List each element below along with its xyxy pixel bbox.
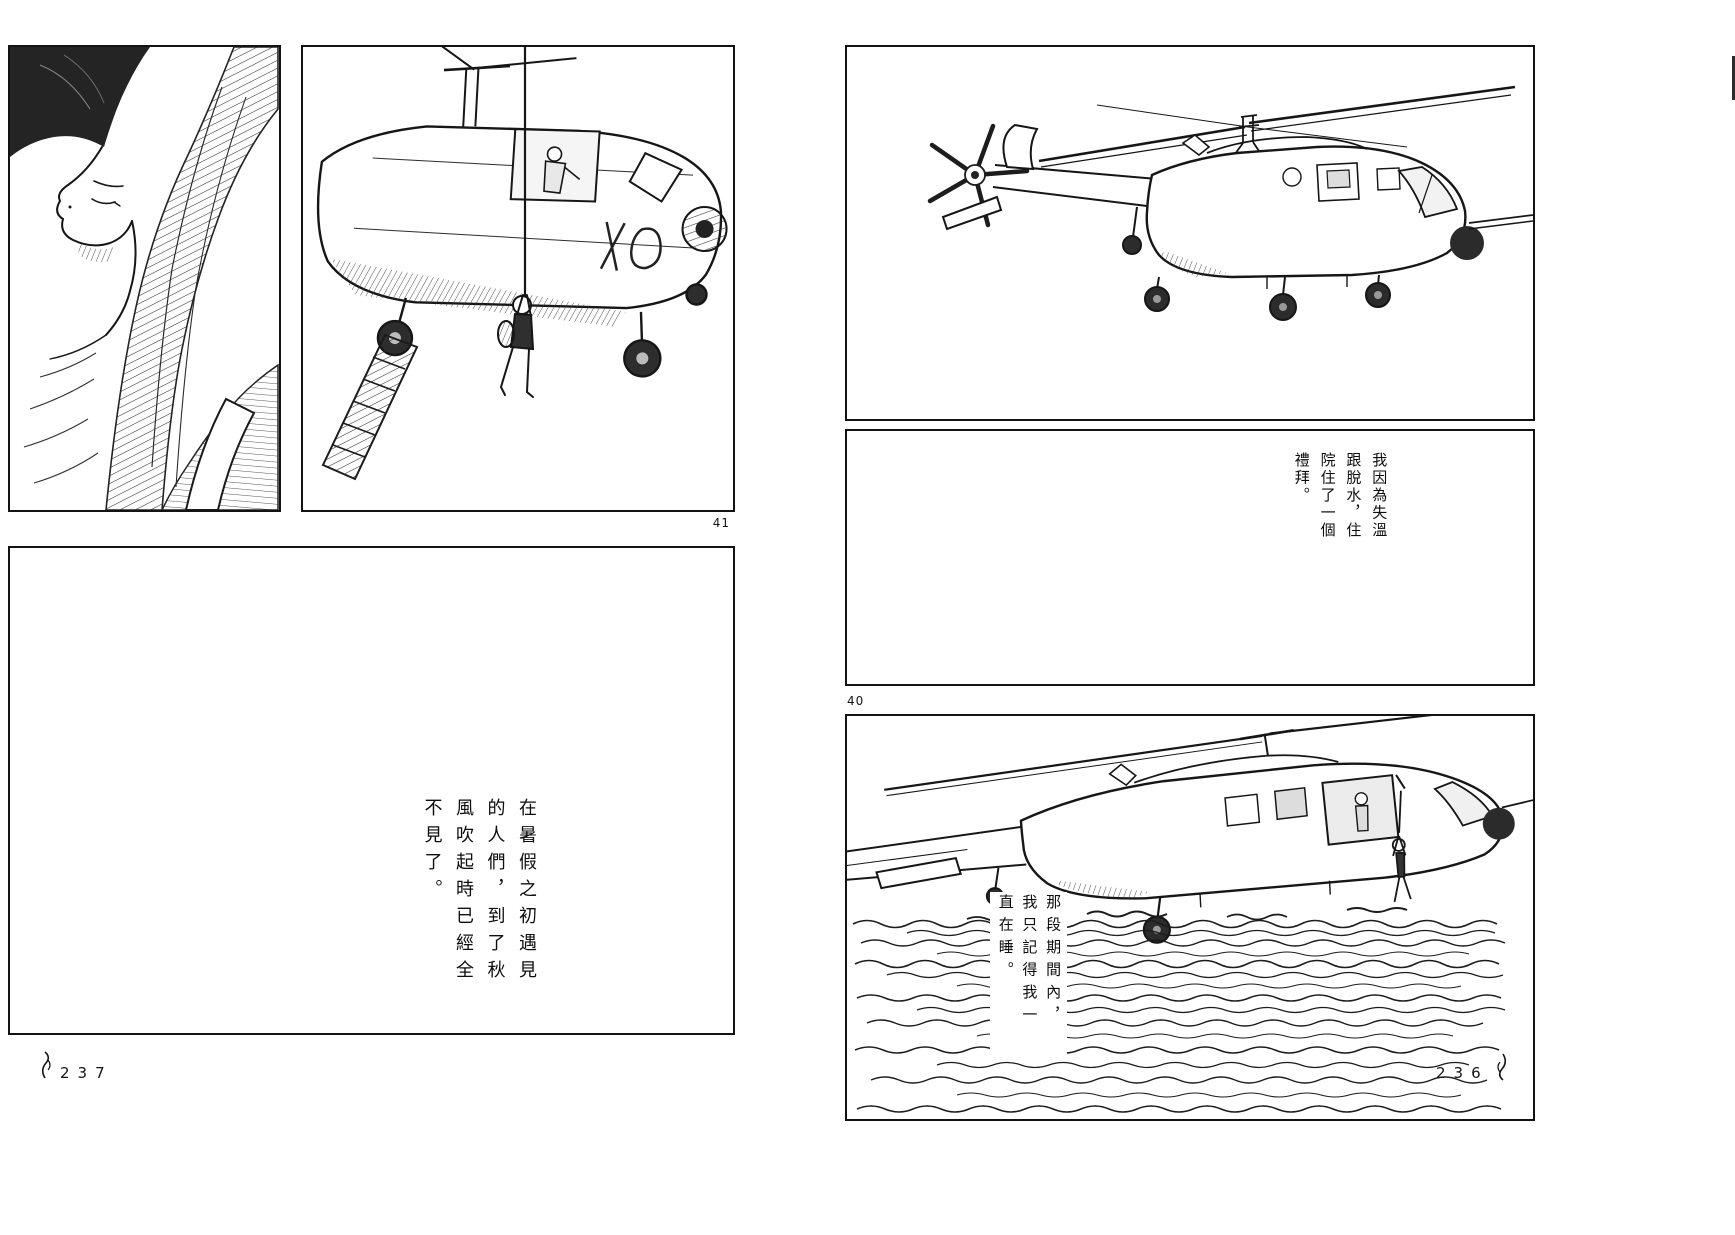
caption-right-bottom-col: 直在睡。 <box>996 894 1015 984</box>
helicopter-flight-drawing <box>927 85 1533 321</box>
panel-face-closeup <box>8 45 281 512</box>
caption-left-col: 的人們，到了秋 <box>484 798 506 987</box>
caption-right-bottom: 那段期間內， 我只記得我一 直在睡。 <box>990 892 1068 1054</box>
panel-right-text <box>845 429 1535 686</box>
cockpit-window <box>628 151 684 203</box>
page-number-right: 236 <box>1436 1064 1489 1082</box>
page-ornament-right <box>1497 1053 1507 1081</box>
caption-right-top: 我因為失溫 跟脫水，住 院住了一個 禮拜。 <box>1288 452 1391 562</box>
rotor-mast <box>423 47 577 127</box>
hair-mass <box>10 47 150 157</box>
landing-gear <box>1144 274 1391 321</box>
sea-waves <box>852 907 1506 1113</box>
belly-shadow <box>330 258 626 327</box>
caption-left-col: 風吹起時已經全 <box>453 798 474 987</box>
hair-arm-band <box>105 47 279 510</box>
caption-right-top-col: 跟脫水，住 <box>1344 452 1363 539</box>
page-ornament-left <box>41 1051 51 1079</box>
panel-helicopter-flight <box>845 45 1535 421</box>
shirt-folds <box>23 352 99 484</box>
helicopter-body <box>847 716 1533 944</box>
page-number-left: 237 <box>60 1064 113 1082</box>
caption-right-bottom-col: 那段期間內， <box>1044 894 1063 1029</box>
caption-right-top-col: 禮拜。 <box>1292 452 1311 505</box>
helicopter-sea-drawing <box>847 716 1533 1113</box>
crew-in-door <box>1354 792 1369 832</box>
caption-left-col: 在暑假之初遇見 <box>516 798 537 987</box>
panel-helicopter-hoist <box>301 45 735 512</box>
face-profile <box>49 146 137 360</box>
panel-left-text <box>8 546 735 1035</box>
helicopter-hoist-drawing <box>316 47 728 481</box>
caption-right-bottom-col: 我只記得我一 <box>1020 894 1039 1029</box>
hoist-arm <box>1395 774 1406 790</box>
engine-intake-center <box>695 219 714 238</box>
main-rotor <box>1038 85 1516 168</box>
nose-radome <box>1450 226 1484 260</box>
face-closeup-drawing <box>10 47 279 510</box>
tail-code-marks <box>599 221 662 271</box>
caption-left: 在暑假之初遇見 的人們，到了秋 風吹起時已經全 不見了。 <box>416 798 542 1013</box>
refuel-probe <box>1468 214 1533 224</box>
hanging-person <box>1391 835 1412 903</box>
hanging-rescuer <box>497 294 535 398</box>
helicopter-body <box>316 47 728 378</box>
panel-number-40: 40 <box>847 694 865 708</box>
main-rotor <box>884 716 1527 797</box>
nose-radome <box>1482 807 1515 840</box>
fuselage <box>1145 133 1533 289</box>
tail-boom <box>941 123 1158 255</box>
caption-right-top-col: 院住了一個 <box>1318 452 1337 539</box>
cockpit-window <box>1433 781 1494 827</box>
jaw-shadow <box>78 243 114 263</box>
tail-rotor <box>927 123 1030 228</box>
hoist-cable <box>1398 790 1402 833</box>
crew-in-door <box>543 146 581 194</box>
book-edge-mark <box>1732 56 1735 100</box>
boarding-ladder <box>321 333 419 481</box>
panel-helicopter-sea <box>845 714 1535 1121</box>
caption-right-top-col: 我因為失溫 <box>1370 452 1389 539</box>
panel-number-41: 41 <box>712 516 730 530</box>
blanket-seat <box>161 363 279 510</box>
caption-left-col: 不見了。 <box>421 798 443 906</box>
